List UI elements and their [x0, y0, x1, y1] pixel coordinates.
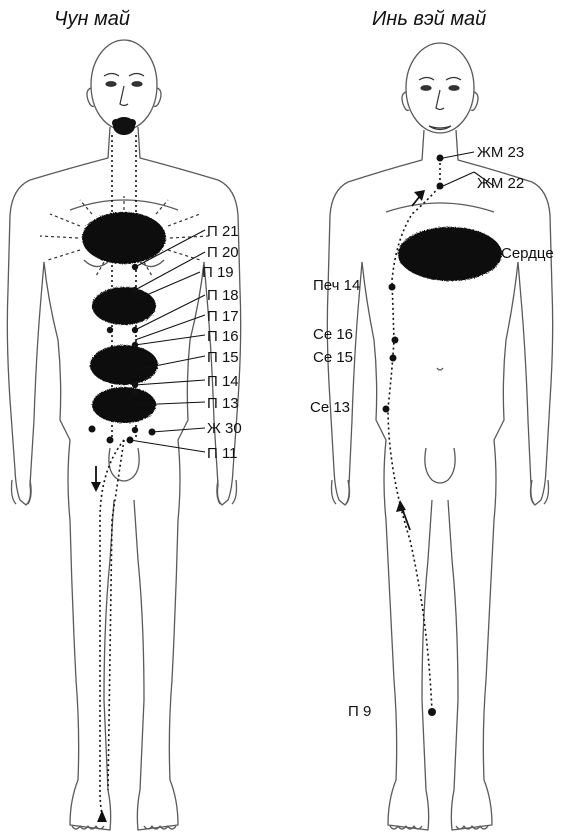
point-label-p15: П 15 [207, 350, 239, 365]
point-label-heart: Сердце [501, 246, 554, 261]
left-figure-title: Чун май [54, 8, 130, 31]
point-label-p11: П 11 [207, 446, 238, 461]
point-label-p14: П 14 [207, 374, 239, 389]
point-label-pech14: Печ 14 [313, 278, 360, 293]
point-label-se16: Се 16 [313, 327, 353, 342]
point-label-p19: П 19 [202, 265, 234, 280]
right-figure-title: Инь вэй май [372, 8, 486, 31]
point-label-p20: П 20 [207, 245, 239, 260]
left-chest-energy [40, 196, 210, 423]
point-label-p9: П 9 [348, 704, 371, 719]
right-face [419, 78, 461, 130]
left-body-outline [7, 40, 240, 830]
point-label-p18: П 18 [207, 288, 239, 303]
point-label-p13: П 13 [207, 396, 239, 411]
point-label-se13: Се 13 [310, 400, 350, 415]
point-label-zh30: Ж 30 [207, 421, 242, 436]
heart-region [398, 227, 502, 281]
point-label-zhm23: ЖМ 23 [477, 145, 524, 160]
point-label-zhm22: ЖМ 22 [477, 176, 524, 191]
point-label-p17: П 17 [207, 309, 239, 324]
point-label-p16: П 16 [207, 329, 239, 344]
point-label-p21: П 21 [207, 224, 239, 239]
point-label-se15: Се 15 [313, 350, 353, 365]
